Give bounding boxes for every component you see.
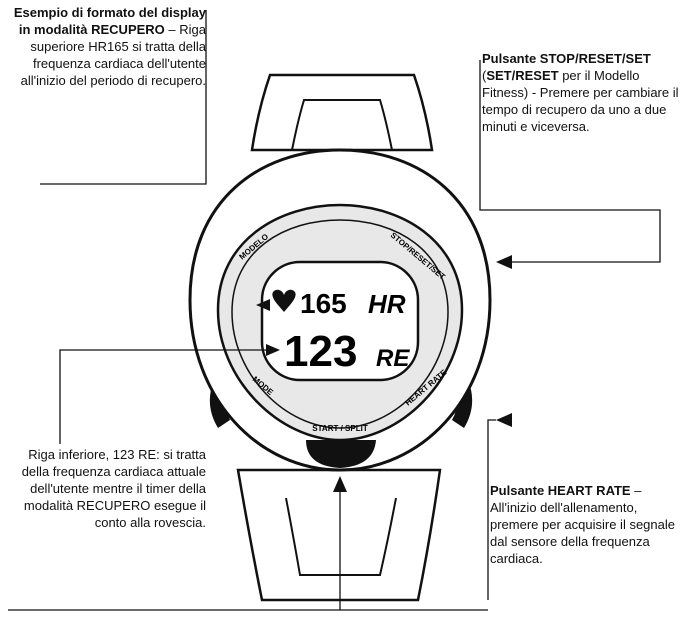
callout-top-right-text1: ( (482, 68, 487, 83)
callout-bottom-left: Riga inferiore, 123 RE: si tratta della … (8, 446, 206, 531)
leader-top-right (479, 60, 661, 263)
arrow-top-left (256, 299, 270, 311)
display-top-value: 165 (300, 288, 347, 319)
leader-top-left (40, 10, 207, 185)
bezel-label-bottom: START / SPLIT (312, 424, 368, 433)
heart-icon (272, 289, 296, 312)
callout-top-right-title: Pulsante STOP/RESET/SET (482, 51, 651, 66)
callout-top-left: Esempio di formato del display in modali… (8, 4, 206, 89)
callout-bottom-right-text: – All'inizio dell'allenamento, premere p… (490, 483, 675, 566)
watch-strap-bottom (236, 468, 442, 602)
callout-top-left-text: – Riga superiore HR165 si tratta della f… (20, 22, 206, 88)
callout-bottom-left-text: Riga inferiore, 123 RE: si tratta della … (21, 447, 206, 530)
display-bottom-unit: RE (376, 345, 410, 372)
leader-bottom-right (487, 419, 496, 600)
watch-strap-top-inner (291, 99, 393, 151)
leader-bottom-left (59, 349, 266, 444)
start-split-button (306, 440, 376, 468)
callout-bottom-right: Pulsante HEART RATE – All'inizio dell'al… (490, 482, 682, 567)
arrow-bottom-left (266, 344, 280, 356)
display-bottom-value: 123 (284, 327, 357, 376)
callout-top-right-title2: SET/RESET (486, 68, 559, 83)
callout-bottom-right-title: Pulsante HEART RATE (490, 483, 631, 498)
arrow-bottom-center (333, 476, 347, 492)
arrow-top-right (496, 255, 512, 269)
display-top-unit: HR (368, 289, 406, 319)
callout-top-right: Pulsante STOP/RESET/SET (SET/RESET per i… (482, 50, 682, 135)
callout-top-left-title: Esempio di formato del display in modali… (13, 5, 206, 37)
watch-strap-top (250, 73, 434, 152)
arrow-bottom-right (496, 413, 512, 427)
watch-display (260, 260, 420, 382)
watch-bezel-inner (231, 219, 449, 429)
callout-top-right-text2: per il Modello Fitness) - Premere per ca… (482, 68, 679, 134)
